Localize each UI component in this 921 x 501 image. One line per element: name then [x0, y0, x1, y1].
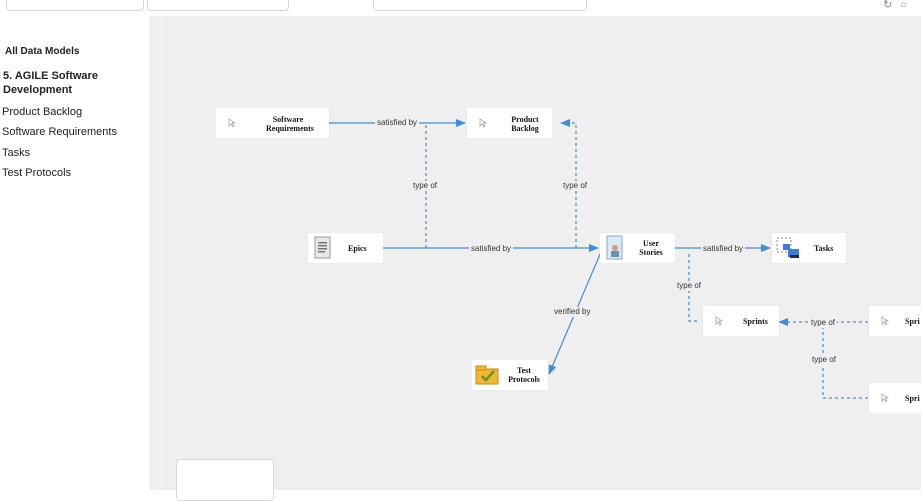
edge-us-sprints — [688, 254, 700, 322]
node-label: Test Protocols — [508, 366, 540, 384]
cursor-icon — [479, 118, 487, 128]
edge-label-sprints-type: type of — [809, 318, 838, 328]
tasks-icon — [776, 237, 799, 258]
node-label: Spri — [905, 394, 920, 403]
edge-label-epics-us: satisfied by — [469, 244, 514, 254]
bottom-panel-tab[interactable] — [176, 459, 274, 501]
sidebar-item-tasks[interactable]: Tasks — [2, 147, 31, 159]
node-tasks[interactable]: Tasks — [772, 233, 846, 263]
sidebar-heading[interactable]: All Data Models — [5, 46, 80, 57]
edge-label-us-test: verified by — [552, 307, 593, 317]
node-label: Sprints — [743, 317, 768, 326]
cursor-icon — [881, 316, 889, 326]
sidebar-scrollbar[interactable] — [150, 16, 163, 490]
node-user-stories[interactable]: User Stories — [600, 233, 675, 263]
test-protocols-icon — [475, 365, 499, 385]
edge-label-sr-type: type of — [411, 181, 440, 191]
user-story-icon — [606, 235, 623, 260]
node-label: Product Backlog — [511, 115, 539, 133]
cursor-icon — [881, 393, 889, 403]
edge-label-us-tasks: satisfied by — [701, 244, 746, 254]
node-label: Epics — [348, 244, 367, 253]
node-test-protocols[interactable]: Test Protocols — [472, 360, 548, 390]
top-icons: ↻○ — [883, 0, 915, 11]
node-sprints[interactable]: Sprints — [703, 306, 779, 336]
node-product-backlog[interactable]: Product Backlog — [467, 108, 552, 138]
document-icon — [314, 236, 331, 259]
node-software-requirements[interactable]: Software Requirements — [216, 108, 329, 138]
help-icon[interactable]: ○ — [900, 0, 915, 11]
edge-label-sprints-type2: type of — [810, 355, 839, 365]
cursor-icon — [228, 118, 236, 128]
edge-label-us-sprints: type of — [675, 281, 704, 291]
sidebar-item-product-backlog[interactable]: Product Backlog — [2, 106, 83, 118]
node-spri-bottom[interactable]: Spri — [869, 383, 921, 413]
top-field-1[interactable] — [6, 0, 144, 11]
sidebar-item-software-requirements[interactable]: Software Requirements — [2, 126, 117, 138]
edge-spri2-sprints — [822, 323, 868, 399]
edge-us-pb — [560, 119, 577, 248]
sidebar-item-test-protocols[interactable]: Test Protocols — [2, 167, 72, 179]
node-label: Software Requirements — [266, 115, 314, 133]
top-bar: ↻○ — [0, 0, 921, 16]
undo-icon[interactable]: ↻ — [883, 0, 901, 11]
node-label: Spri — [905, 317, 920, 326]
sidebar-model-title[interactable]: 5. AGILE Software Development — [3, 70, 98, 96]
node-spri-top[interactable]: Spri — [869, 306, 921, 336]
cursor-icon — [715, 316, 723, 326]
sidebar: All Data Models 5. AGILE Software Develo… — [0, 16, 150, 490]
edge-label-pb-type: type of — [561, 181, 590, 191]
node-label: User Stories — [639, 239, 663, 257]
search-input[interactable] — [373, 0, 587, 11]
node-epics[interactable]: Epics — [308, 233, 383, 263]
top-field-2[interactable] — [147, 0, 289, 11]
diagram-canvas[interactable]: satisfied by type of type of satisfied b… — [163, 16, 921, 490]
node-label: Tasks — [814, 244, 834, 253]
edge-label-sr-pb: satisfied by — [375, 118, 420, 128]
